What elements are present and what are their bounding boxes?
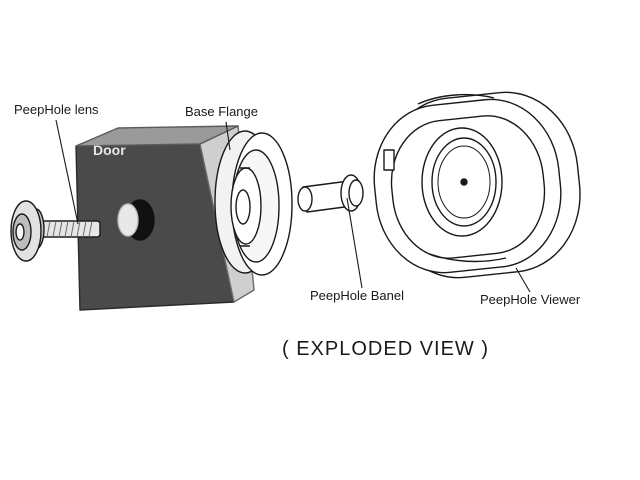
door-label: Door xyxy=(93,142,126,158)
leader-flange xyxy=(225,121,231,151)
leader-lens xyxy=(55,119,79,225)
leader-lines xyxy=(55,119,531,293)
peephole-lens-part xyxy=(10,200,101,262)
peephole-barrel-label: PeepHole Banel xyxy=(310,288,404,303)
peephole-lens-label: PeepHole lens xyxy=(14,102,99,117)
peephole-barrel-part xyxy=(297,174,364,213)
peephole-viewer-label: PeepHole Viewer xyxy=(480,292,581,307)
door-block xyxy=(75,125,255,311)
base-flange-label: Base Flange xyxy=(185,104,258,119)
leader-barrel xyxy=(346,197,363,289)
base-flange-part xyxy=(214,130,293,276)
diagram-caption: ( EXPLODED VIEW ) xyxy=(282,338,490,360)
peephole-viewer-part xyxy=(373,91,581,279)
leader-viewer xyxy=(515,267,531,293)
